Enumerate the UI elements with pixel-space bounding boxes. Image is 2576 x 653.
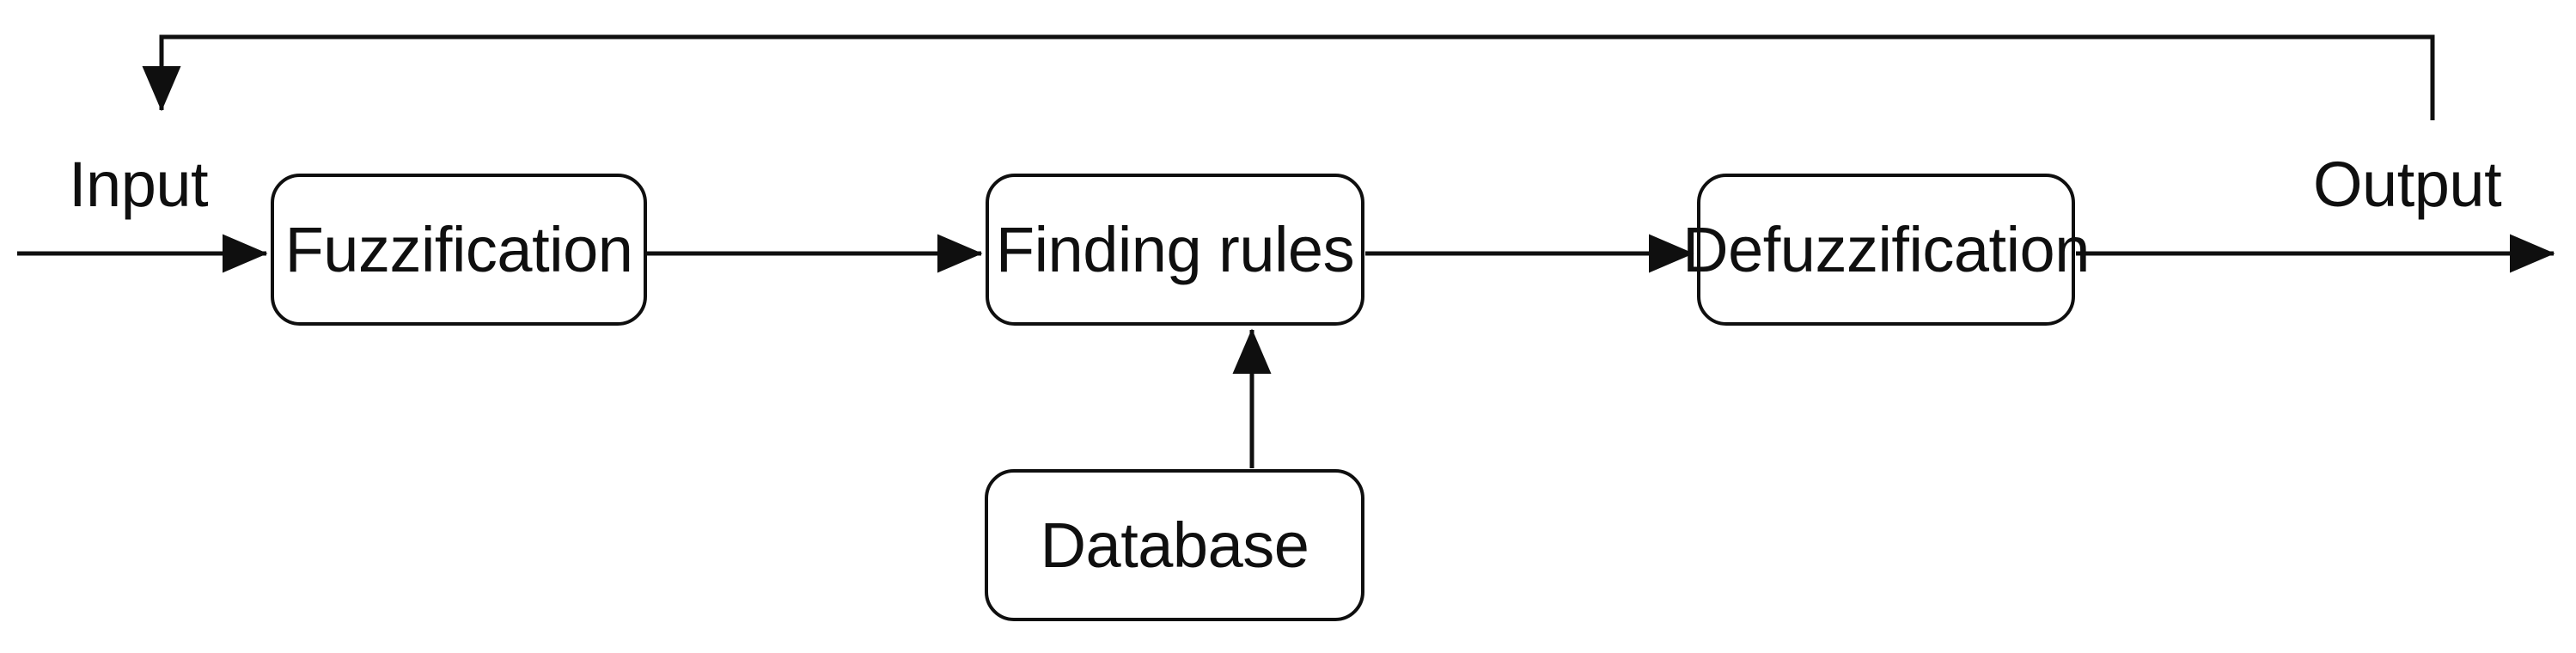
node-finding-rules[interactable]: Finding rules bbox=[986, 174, 1364, 326]
node-fuzzification-label: Fuzzification bbox=[284, 213, 633, 285]
input-label: Input bbox=[69, 149, 209, 220]
node-database-label: Database bbox=[1040, 509, 1309, 581]
node-fuzzification[interactable]: Fuzzification bbox=[271, 174, 647, 326]
node-defuzzification-label: Defuzzification bbox=[1682, 213, 2090, 285]
node-database[interactable]: Database bbox=[985, 469, 1364, 621]
node-defuzzification[interactable]: Defuzzification bbox=[1682, 174, 2090, 326]
output-label: Output bbox=[2313, 149, 2502, 220]
edge-output-feedback-to-input bbox=[142, 34, 2435, 120]
node-finding-rules-label: Finding rules bbox=[995, 213, 1355, 285]
